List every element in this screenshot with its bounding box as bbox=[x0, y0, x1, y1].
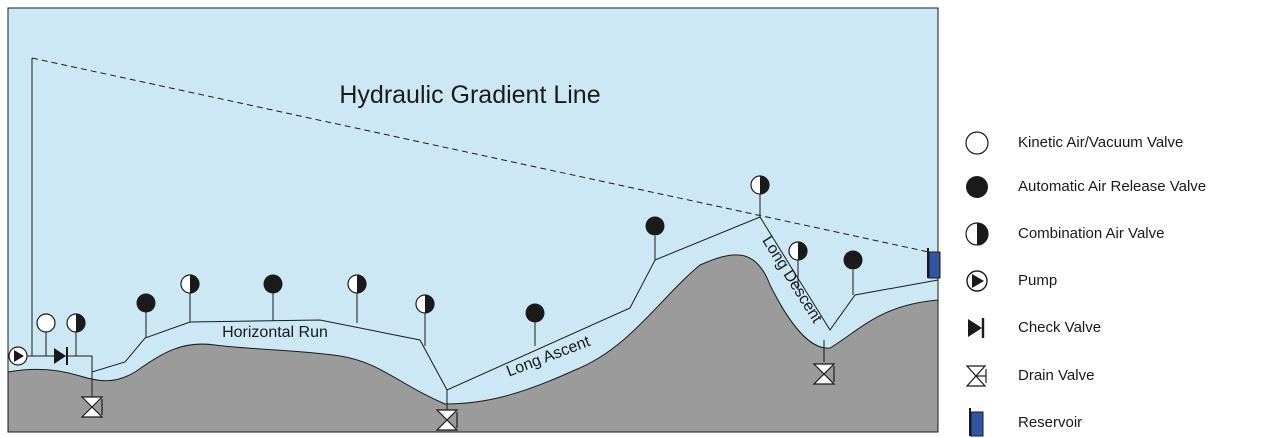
legend-item-check-valve: Check Valve bbox=[962, 313, 1101, 343]
combination-air-valve-symbol bbox=[788, 241, 808, 261]
pipeline bbox=[14, 216, 939, 391]
kinetic-air-vacuum-valve-symbol bbox=[36, 313, 56, 333]
legend-label: Pump bbox=[1018, 272, 1058, 289]
combination-air-valve-icon bbox=[965, 222, 989, 246]
automatic-air-release-valve-symbol bbox=[843, 250, 863, 270]
combination-air-valve-symbol bbox=[66, 313, 86, 333]
automatic-air-release-valve-symbol bbox=[525, 303, 545, 323]
hydraulic-gradient-line bbox=[31, 57, 939, 255]
legend-label: Check Valve bbox=[1018, 319, 1102, 336]
legend-label: Combination Air Valve bbox=[1018, 225, 1165, 242]
automatic-air-release-valve-symbol bbox=[263, 274, 283, 294]
ground-terrain bbox=[7, 254, 939, 433]
combination-air-valve-symbol bbox=[750, 175, 770, 195]
combination-air-valve-symbol bbox=[180, 274, 200, 294]
automatic-air-release-valve-symbol bbox=[136, 293, 156, 313]
horizontal-run-label: Horizontal Run bbox=[222, 324, 328, 341]
legend-item-drain-valve: Drain Valve bbox=[962, 361, 1094, 391]
kinetic-air-vacuum-valve-icon bbox=[965, 131, 989, 155]
drain-valve-symbol bbox=[80, 396, 104, 418]
hydraulic-gradient-label: Hydraulic Gradient Line bbox=[339, 81, 600, 109]
legend-label: Automatic Air Release Valve bbox=[1018, 178, 1207, 195]
check-valve-symbol bbox=[54, 347, 68, 365]
legend-item-kinetic-air-vacuum-valve: Kinetic Air/Vacuum Valve bbox=[962, 128, 1183, 158]
reservoir-symbol bbox=[927, 248, 941, 279]
drain-valve-symbol bbox=[812, 363, 836, 385]
pipeline-diagram: Hydraulic Gradient Line bbox=[7, 7, 941, 433]
legend-label: Drain Valve bbox=[1018, 367, 1095, 384]
legend-item-automatic-air-release-valve: Automatic Air Release Valve bbox=[962, 172, 1206, 202]
legend-label: Reservoir bbox=[1018, 414, 1083, 431]
automatic-air-release-valve-symbol bbox=[645, 216, 665, 236]
pump-symbol bbox=[8, 346, 28, 366]
check-valve-icon bbox=[968, 318, 985, 338]
automatic-air-release-valve-icon bbox=[966, 176, 988, 198]
combination-air-valve-symbol bbox=[415, 294, 435, 314]
valve-stems bbox=[45, 194, 854, 410]
legend-label: Kinetic Air/Vacuum Valve bbox=[1018, 134, 1184, 151]
drain-valve-symbol bbox=[435, 409, 459, 431]
combination-air-valve-symbol bbox=[347, 274, 367, 294]
drain-valve-icon bbox=[965, 365, 987, 387]
legend-item-pump: Pump bbox=[962, 266, 1057, 296]
legend-item-combination-air-valve: Combination Air Valve bbox=[962, 219, 1164, 249]
pump-icon bbox=[966, 270, 988, 292]
